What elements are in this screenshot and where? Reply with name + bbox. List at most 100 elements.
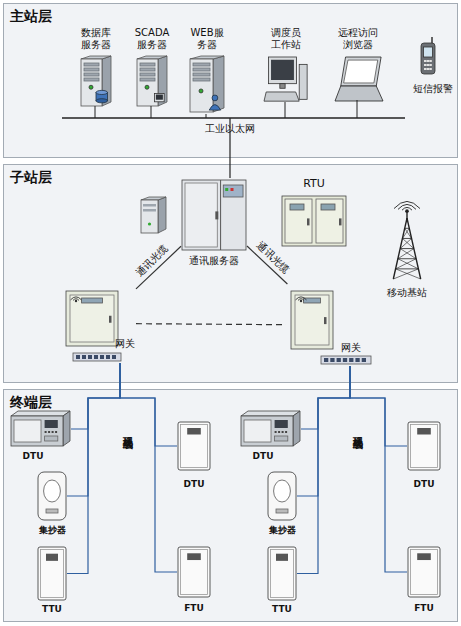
server-led bbox=[148, 222, 151, 225]
icon-part bbox=[84, 73, 99, 76]
node-label: 远程访问 浏览器 bbox=[329, 27, 387, 51]
icon-part bbox=[94, 355, 98, 359]
bus-tap bbox=[95, 106, 96, 118]
dashed-link bbox=[136, 324, 286, 325]
fieldbus-wire bbox=[71, 363, 120, 429]
icon-part bbox=[106, 355, 110, 359]
icon-part bbox=[396, 259, 417, 269]
icon-part bbox=[63, 411, 70, 446]
icon-part bbox=[241, 411, 300, 416]
dtu-device-icon bbox=[407, 421, 441, 471]
icon-part bbox=[52, 431, 54, 433]
icon-part bbox=[193, 63, 210, 66]
icon-part bbox=[321, 356, 371, 364]
node-label: 集抄器 bbox=[257, 525, 307, 536]
icon-part bbox=[285, 431, 287, 433]
gateway: 网关 bbox=[286, 284, 376, 366]
icon-part bbox=[140, 68, 155, 71]
icon-part bbox=[46, 554, 58, 561]
icon-part bbox=[335, 86, 383, 101]
icon-part bbox=[73, 353, 121, 361]
icon-part bbox=[190, 56, 224, 59]
icon-part bbox=[280, 84, 285, 89]
ftu-device: FTU bbox=[177, 546, 211, 598]
icon-part bbox=[429, 64, 432, 66]
node-label: SCADA 服务器 bbox=[126, 27, 178, 51]
icon-part bbox=[293, 411, 300, 446]
icon-part bbox=[140, 78, 155, 81]
icon-part bbox=[84, 78, 99, 81]
icon-part bbox=[349, 358, 353, 362]
icon-part bbox=[402, 238, 411, 239]
fieldbus-wire bbox=[297, 366, 350, 574]
node-label: 通讯服务器 bbox=[161, 255, 267, 267]
icon-part bbox=[82, 355, 86, 359]
dtu-device-icon bbox=[177, 421, 211, 471]
icon-part bbox=[225, 188, 228, 191]
icon-part bbox=[140, 63, 155, 66]
sms-alarm-icon bbox=[417, 37, 439, 75]
icon-part bbox=[396, 268, 419, 269]
fieldbus-label: 现场总线 bbox=[351, 428, 363, 432]
icon-part bbox=[96, 90, 108, 94]
icon-part bbox=[295, 295, 329, 345]
icon-part bbox=[398, 204, 416, 209]
icon-part bbox=[424, 68, 427, 70]
icon-part bbox=[271, 60, 294, 80]
ttu-device: TTU bbox=[267, 546, 297, 601]
dispatcher-workstation-icon bbox=[264, 57, 308, 103]
dtu-device: DTU bbox=[11, 411, 71, 447]
icon-part bbox=[45, 431, 47, 433]
communication-server: 通讯服务器 bbox=[181, 179, 247, 251]
icon-part bbox=[299, 64, 307, 99]
icon-part bbox=[343, 358, 347, 362]
icon-part bbox=[11, 416, 63, 446]
dtu-device-icon bbox=[241, 411, 301, 447]
icon-part bbox=[400, 248, 414, 249]
icon-part bbox=[427, 68, 430, 70]
icon-part bbox=[140, 73, 155, 76]
icon-part bbox=[182, 180, 246, 250]
server-slot bbox=[143, 204, 156, 207]
icon-part bbox=[244, 420, 271, 442]
icon-part bbox=[81, 56, 111, 59]
layer-title: 主站层 bbox=[10, 8, 130, 25]
layer-title: 子站层 bbox=[10, 169, 130, 186]
icon-part bbox=[300, 300, 302, 302]
icon-part bbox=[402, 238, 413, 248]
icon-part bbox=[411, 425, 438, 468]
icon-part bbox=[429, 68, 432, 70]
icon-part bbox=[304, 298, 321, 303]
icon-part bbox=[276, 509, 288, 513]
icon-part bbox=[321, 204, 335, 210]
dtu-device-icon bbox=[11, 411, 71, 447]
icon-part bbox=[400, 238, 411, 248]
node-label: 调度员 工作站 bbox=[261, 27, 311, 51]
bus-tap bbox=[151, 106, 152, 118]
icon-part bbox=[396, 269, 421, 279]
icon-part bbox=[38, 472, 66, 520]
icon-part bbox=[199, 89, 203, 93]
fieldbus-wire bbox=[350, 366, 407, 572]
fieldbus-wire bbox=[120, 363, 177, 446]
mobile-base-station: 移动基站 bbox=[379, 201, 435, 301]
icon-part bbox=[427, 64, 430, 66]
icon-part bbox=[14, 420, 41, 442]
icon-part bbox=[45, 436, 58, 441]
node-label: 网关 bbox=[115, 338, 145, 350]
icon-part bbox=[41, 550, 64, 598]
icon-part bbox=[307, 218, 310, 225]
database-server-icon bbox=[80, 55, 112, 107]
node-label: DTU bbox=[169, 479, 219, 490]
icon-part bbox=[290, 204, 304, 210]
icon-part bbox=[400, 249, 416, 259]
dispatcher-workstation: 调度员 工作站 bbox=[263, 27, 309, 105]
scada-server-icon bbox=[136, 55, 168, 107]
icon-part bbox=[178, 547, 210, 597]
icon-part bbox=[429, 60, 432, 62]
icon-part bbox=[100, 355, 104, 359]
icon-part bbox=[48, 431, 50, 433]
icon-part bbox=[112, 355, 116, 359]
ttu-device-icon bbox=[267, 546, 297, 601]
icon-part bbox=[155, 93, 165, 101]
